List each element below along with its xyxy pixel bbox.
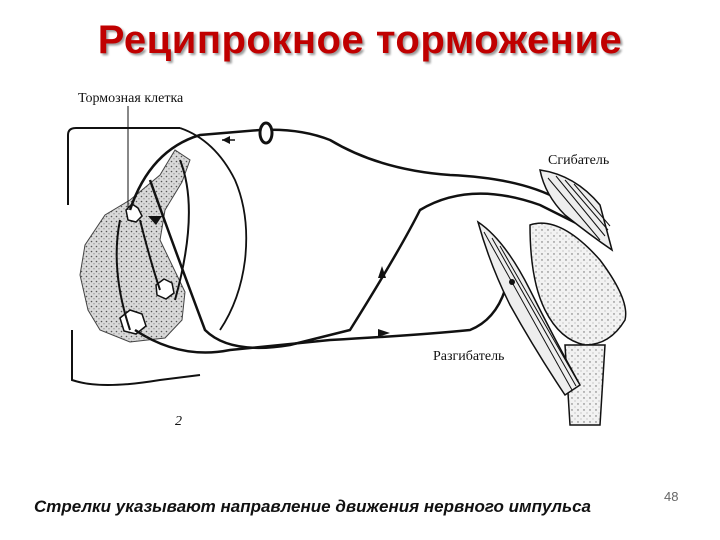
label-flexor: Сгибатель: [548, 153, 609, 168]
label-extensor: Разгибатель: [433, 349, 504, 364]
efferent-fiber-extensor: [134, 289, 507, 354]
spinal-ganglion: [258, 121, 274, 145]
label-figure-number: 2: [175, 414, 182, 429]
slide-title: Реципрокное торможение: [97, 18, 623, 62]
impulse-arrow: [378, 329, 390, 337]
impulse-arrow: [148, 216, 162, 225]
extensor-muscle: [476, 220, 581, 397]
shin-bone: [564, 344, 606, 426]
spinal-cord-outline: [67, 127, 201, 386]
slide-caption: Стрелки указывают направление движения н…: [34, 497, 592, 516]
afferent-fiber: [128, 128, 601, 231]
page-number: 48: [664, 489, 679, 504]
label-inhibitory-cell: Тормозная клетка: [78, 91, 184, 106]
interneuron: [155, 278, 175, 300]
efferent-fiber-flexor: [148, 179, 591, 350]
thigh-bone: [529, 222, 627, 346]
impulse-arrow: [378, 266, 386, 278]
